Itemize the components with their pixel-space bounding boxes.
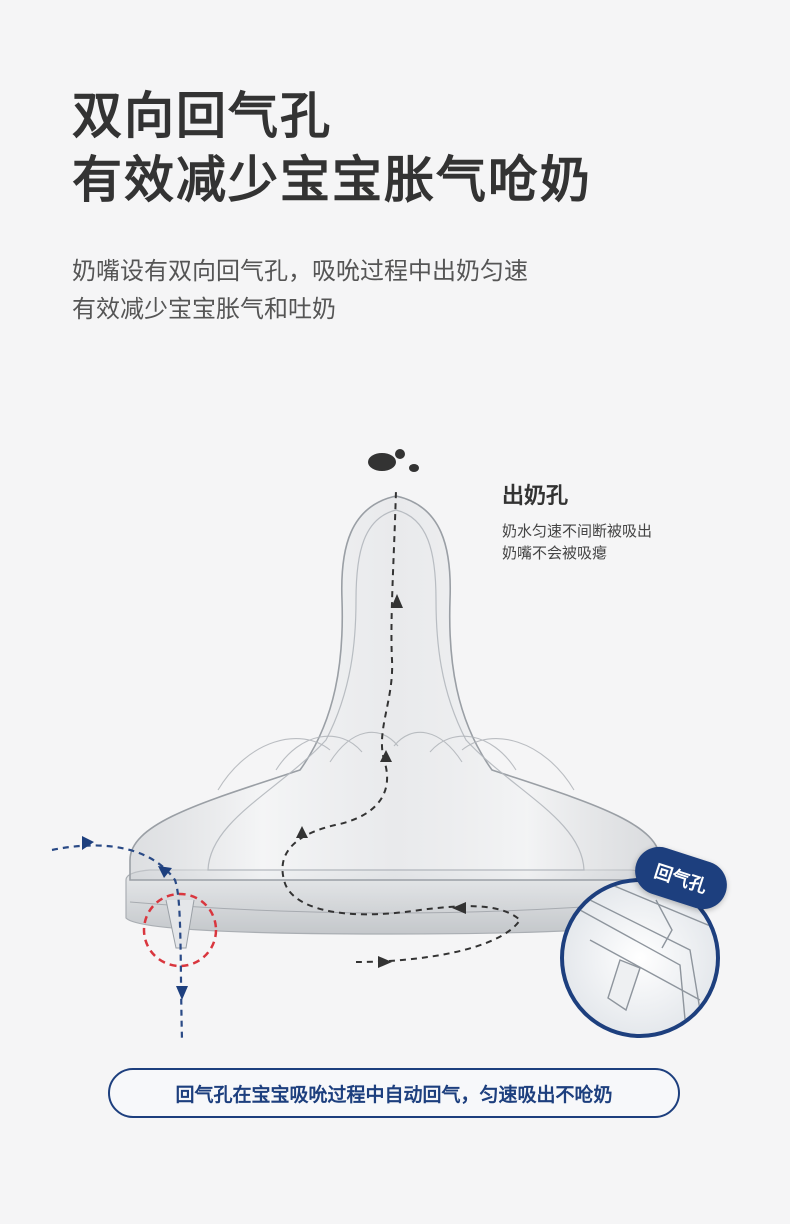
nipple-body: [129, 495, 661, 881]
headline-line-2: 有效减少宝宝胀气呛奶: [72, 151, 592, 209]
outlet-title: 出奶孔: [502, 484, 569, 509]
outlet-desc-line-1: 奶水匀速不间断被吸出: [502, 522, 653, 540]
vent-zoom-detail: [560, 878, 720, 1038]
airflow-path: [51, 844, 184, 1041]
milk-flow-path: [281, 489, 522, 963]
subtitle-line-1: 奶嘴设有双向回气孔，吸吮过程中出奶匀速: [72, 257, 528, 285]
caption-banner: 回气孔在宝宝吸吮过程中自动回气，匀速吸出不呛奶: [108, 1068, 680, 1118]
milk-drop-icon: [368, 449, 419, 472]
outlet-desc-line-2: 奶嘴不会被吸瘪: [502, 544, 608, 562]
nipple-ridges: [217, 731, 575, 791]
nipple-illustration: [51, 449, 720, 1041]
headline-line-1: 双向回气孔: [72, 87, 332, 145]
subtitle-line-2: 有效减少宝宝胀气和吐奶: [72, 295, 336, 323]
outlet-description: 奶水匀速不间断被吸出 奶嘴不会被吸瘪: [502, 520, 652, 564]
headline: 双向回气孔 有效减少宝宝胀气呛奶: [72, 84, 592, 212]
subtitle: 奶嘴设有双向回气孔，吸吮过程中出奶匀速 有效减少宝宝胀气和吐奶: [72, 252, 528, 328]
